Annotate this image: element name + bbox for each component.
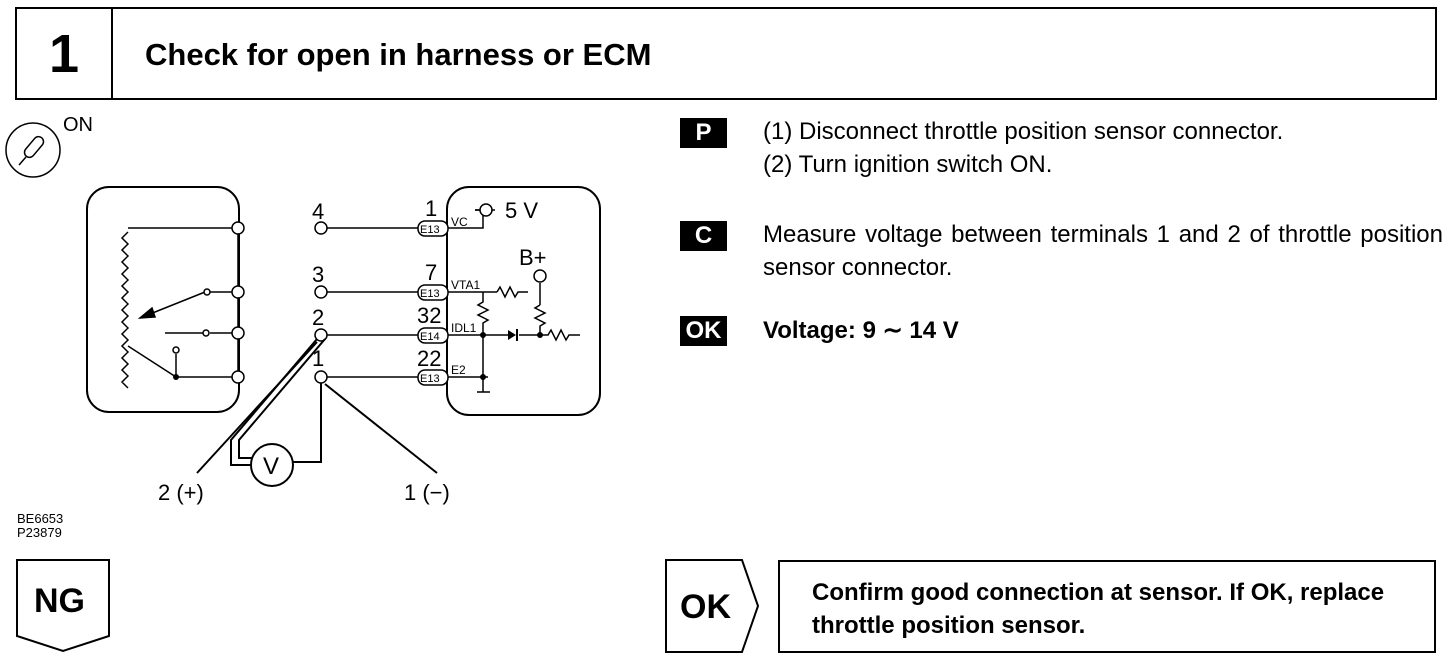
signal-vta1: VTA1	[451, 278, 480, 292]
terminal-1-label: 1	[312, 346, 324, 371]
ignition-key-icon	[5, 122, 61, 178]
pin-conn-7: E13	[420, 288, 440, 300]
ng-badge: NG	[16, 559, 110, 653]
code-p23879: P23879	[17, 525, 62, 540]
supply-5v-label: 5 V	[505, 198, 538, 223]
reference-codes: BE6653 P23879	[17, 512, 63, 540]
pin-conn-1: E13	[420, 224, 440, 236]
check-tag: C	[680, 221, 727, 251]
prep-step-2: (2) Turn ignition switch ON.	[763, 151, 1053, 178]
wiring-diagram: ON	[5, 114, 601, 505]
step-header: 1 Check for open in harness or ECM	[15, 7, 1437, 100]
supply-b-plus-label: B+	[519, 245, 547, 270]
ok-badge: OK	[665, 559, 760, 653]
pin-conn-22: E13	[420, 373, 440, 385]
sensor-box	[86, 186, 240, 413]
check-text: Measure voltage between terminals 1 and …	[763, 221, 1443, 281]
probe-minus-label: 1 (−)	[404, 480, 450, 505]
voltmeter-label: V	[263, 453, 279, 480]
ng-label: NG	[34, 582, 85, 620]
pin-num-22: 22	[417, 346, 441, 371]
ok-tag: OK	[680, 316, 727, 346]
voltmeter-icon	[250, 443, 294, 487]
step-title: Check for open in harness or ECM	[145, 37, 652, 72]
ok-spec: Voltage: 9 ∼ 14 V	[763, 317, 959, 344]
signal-vc: VC	[451, 215, 468, 229]
prep-tag: P	[680, 118, 727, 148]
terminal-2-label: 2	[312, 305, 324, 330]
probe-plus-label: 2 (+)	[158, 480, 204, 505]
terminal-4-label: 4	[312, 199, 324, 224]
signal-idl1: IDL1	[451, 321, 477, 335]
ignition-on-label: ON	[63, 114, 93, 136]
ok-action-box: Confirm good connection at sensor. If OK…	[778, 560, 1436, 653]
step-number: 1	[17, 9, 113, 98]
terminal-3-label: 3	[312, 262, 324, 287]
ecm-box	[446, 186, 601, 416]
code-be6653: BE6653	[17, 511, 64, 526]
ok-label: OK	[680, 588, 731, 626]
signal-e2: E2	[451, 363, 466, 377]
prep-steps: (1) Disconnect throttle position sensor …	[763, 115, 1283, 181]
pin-num-1: 1	[425, 196, 437, 221]
pin-conn-32: E14	[420, 331, 440, 343]
prep-step-1: (1) Disconnect throttle position sensor …	[763, 118, 1284, 145]
pin-num-32: 32	[417, 303, 441, 328]
pin-num-7: 7	[425, 260, 437, 285]
